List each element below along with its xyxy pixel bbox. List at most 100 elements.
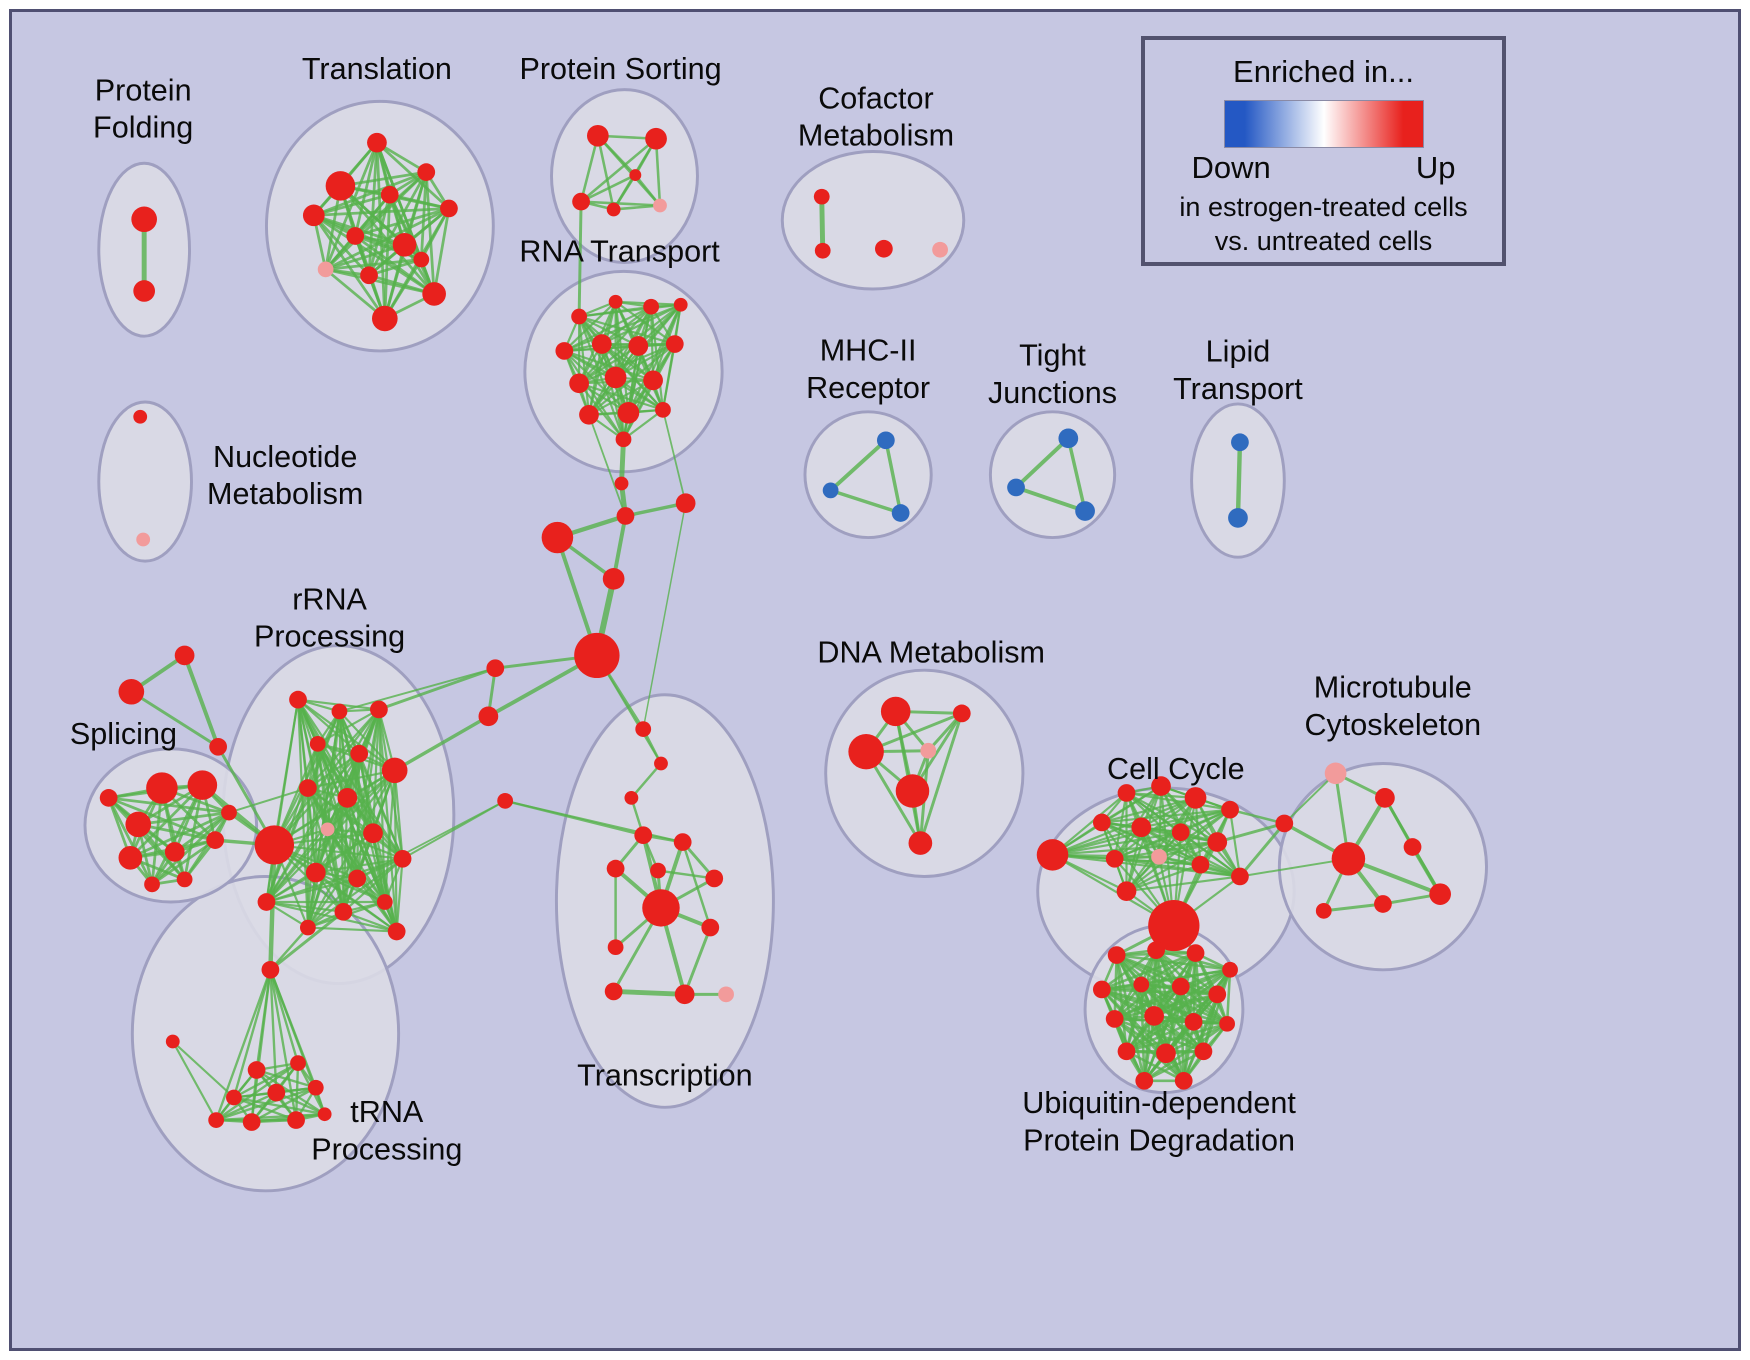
node-rr5 (350, 744, 369, 763)
edge (656, 869, 716, 880)
node-rr7 (299, 779, 317, 797)
node-tc6 (606, 859, 625, 878)
cluster-trna-processing-ellipse (130, 874, 401, 1193)
node-tc5 (634, 826, 653, 845)
label-ubiquitin-degradation: Protein Degradation (1023, 1124, 1295, 1158)
edge (563, 303, 682, 352)
edge (661, 342, 676, 411)
node-cc9 (1207, 832, 1228, 852)
node-rt5 (555, 342, 574, 360)
edge (377, 666, 497, 711)
edge (828, 438, 888, 493)
node-cc11 (1151, 848, 1167, 865)
edge (107, 796, 154, 886)
edge (232, 1061, 300, 1099)
node-tl7 (346, 227, 365, 245)
node-mh1 (876, 431, 895, 450)
edge (654, 137, 662, 207)
edge (338, 667, 497, 713)
edge (393, 769, 404, 860)
edge (1238, 821, 1286, 878)
node-tj2 (1007, 478, 1025, 497)
node-rt11 (643, 370, 663, 391)
node-cc5 (1221, 800, 1239, 819)
edge (623, 501, 688, 518)
edge (227, 787, 309, 814)
label-cofactor-metabolism: Metabolism (798, 119, 954, 153)
edge (588, 413, 627, 517)
node-tn8 (307, 1079, 324, 1096)
node-cn8 (497, 792, 514, 809)
legend-up-label: Up (1415, 150, 1456, 185)
node-rt13 (617, 401, 640, 424)
node-ub2 (1147, 941, 1165, 959)
node-cc2 (1117, 784, 1136, 802)
node-tn7 (267, 1083, 286, 1102)
edge (1113, 841, 1219, 860)
node-mt8 (1315, 902, 1332, 919)
node-tc10 (701, 918, 720, 937)
node-cn7 (478, 706, 499, 727)
node-mt4 (1403, 838, 1422, 856)
node-ps5 (653, 198, 667, 213)
node-ub3 (1186, 944, 1205, 962)
edge (1142, 1014, 1156, 1083)
edge (1140, 826, 1202, 866)
edge (136, 811, 231, 826)
node-dm1 (880, 696, 911, 727)
edge (367, 258, 423, 277)
edge (214, 1113, 326, 1122)
node-tn12 (208, 1112, 225, 1128)
node-rr16 (299, 919, 316, 936)
edge (150, 811, 231, 886)
edge (306, 786, 404, 860)
node-cn3 (675, 493, 696, 513)
node-rr3 (370, 700, 388, 719)
edge (232, 1096, 326, 1116)
legend-caption-line1: in estrogen-treated cells (1179, 192, 1468, 222)
edge (1125, 1022, 1229, 1053)
legend-gradient-bar (1223, 100, 1424, 148)
edge (107, 796, 217, 842)
edge (563, 300, 617, 352)
label-splicing: Splicing (70, 717, 177, 751)
node-tl2 (325, 171, 356, 201)
edge (504, 799, 684, 844)
node-cc13 (1116, 881, 1137, 902)
edge (424, 170, 436, 296)
edge (819, 194, 826, 254)
node-ub8 (1208, 985, 1227, 1004)
edge (171, 1040, 218, 1122)
node-cc14 (1231, 867, 1249, 886)
node-tl9 (317, 261, 334, 278)
node-cc1 (1036, 839, 1069, 871)
edge (1100, 796, 1197, 824)
edge (419, 207, 451, 261)
edge (1014, 485, 1088, 513)
edge (1235, 440, 1243, 521)
edge (265, 708, 380, 904)
label-protein-sorting: Protein Sorting (519, 52, 721, 86)
edge (587, 379, 655, 416)
node-rr17 (387, 922, 406, 941)
node-sp7 (206, 831, 225, 849)
edge (306, 752, 361, 790)
edge (265, 900, 398, 933)
edge (579, 134, 600, 203)
node-tn4 (247, 1061, 266, 1079)
edge (353, 207, 451, 238)
node-nm2 (136, 532, 151, 547)
edge (600, 342, 625, 441)
node-rr4 (309, 735, 326, 752)
node-cn6 (486, 659, 505, 678)
node-tc7 (650, 862, 666, 879)
edge (1283, 772, 1337, 825)
node-lt1 (1231, 433, 1249, 452)
edge (265, 698, 300, 904)
label-transcription: Transcription (577, 1059, 753, 1093)
node-tc1 (635, 721, 652, 737)
node-mt7 (1374, 895, 1392, 913)
edge (324, 243, 406, 271)
label-lipid-transport: Transport (1173, 372, 1303, 406)
node-rt6 (591, 334, 612, 354)
